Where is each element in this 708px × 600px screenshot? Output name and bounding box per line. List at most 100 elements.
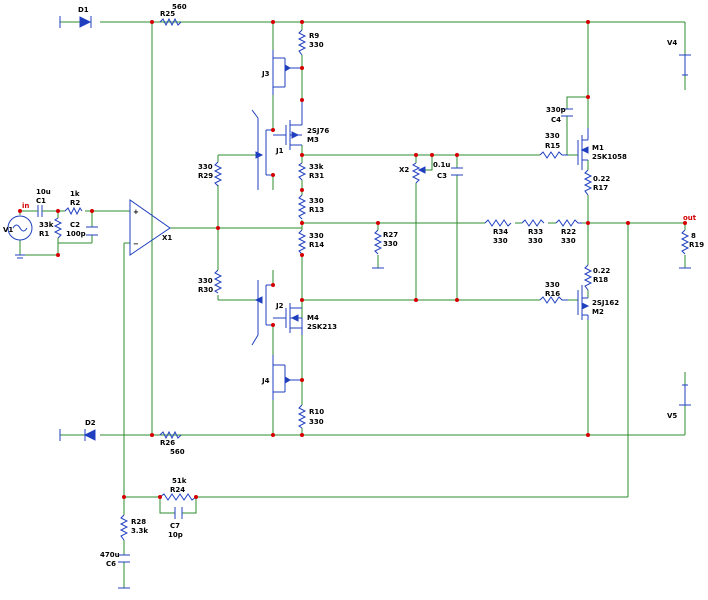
label-v4: V4 [667, 39, 677, 47]
label-r31: R31 [309, 172, 324, 180]
label-r17-value: 0.22 [593, 175, 610, 183]
label-c2-value: 100p [66, 230, 86, 238]
resistor-r24 [159, 493, 197, 501]
label-out: out [683, 214, 697, 222]
label-x2: X2 [399, 166, 409, 174]
jfet-j4 [272, 355, 302, 400]
label-r30: R30 [198, 286, 213, 294]
label-c2: C2 [70, 221, 80, 229]
resistor-r10 [297, 404, 307, 429]
components: + − [7, 16, 691, 589]
labels: D1 D2 560 R25 R26 560 R9 330 R10 330 J3 … [3, 3, 704, 568]
junction-dots [18, 20, 687, 499]
source-v1 [7, 215, 33, 241]
label-r2-value: 1k [70, 190, 80, 198]
label-r31-value: 33k [309, 163, 324, 171]
resistor-r16 [539, 296, 568, 304]
resistor-r33 [521, 219, 545, 227]
label-r15-value: 330 [545, 132, 560, 140]
jfet-j3 [272, 50, 302, 95]
label-r2: R2 [70, 199, 80, 207]
label-j2: J2 [275, 302, 284, 310]
diode-d2 [59, 429, 96, 441]
label-r14: R14 [309, 241, 324, 249]
label-r29-value: 330 [198, 163, 213, 171]
capacitor-c7 [174, 507, 183, 519]
label-r19: R19 [689, 241, 704, 249]
capacitor-c1 [32, 205, 48, 217]
label-v5: V5 [667, 412, 677, 420]
label-r29: R29 [198, 172, 213, 180]
label-r34: R34 [493, 228, 508, 236]
resistor-r22 [555, 219, 582, 227]
resistor-r13 [297, 194, 307, 220]
label-r16-value: 330 [545, 281, 560, 289]
resistor-r17 [583, 169, 593, 196]
resistor-r27 [373, 229, 383, 255]
resistor-r31 [297, 162, 307, 181]
resistor-r18 [583, 264, 593, 291]
resistor-r30 [213, 269, 223, 294]
probe-ticks [251, 109, 259, 346]
label-r26: R26 [160, 439, 175, 447]
label-r9: R9 [309, 32, 319, 40]
label-in: in [22, 202, 29, 210]
mosfet-m4 [273, 303, 303, 335]
label-r18-value: 0.22 [593, 267, 610, 275]
label-m3-part: 2SJ76 [307, 127, 329, 135]
jfet-j2 [254, 280, 273, 335]
label-j1: J1 [275, 147, 284, 155]
label-c1: C1 [36, 197, 46, 205]
label-r27-value: 330 [383, 240, 398, 248]
pot-x2 [411, 162, 426, 184]
resistor-r15 [539, 151, 568, 159]
mosfet-m2 [577, 285, 590, 320]
svg-text:−: − [133, 240, 139, 248]
resistor-r29 [213, 161, 223, 187]
label-r1: R1 [39, 230, 49, 238]
diode-d1 [59, 16, 92, 28]
resistor-r34 [484, 219, 512, 227]
label-m2-part: 2SJ162 [592, 299, 619, 307]
resistor-r19 [680, 229, 690, 255]
label-c7-value: 10p [168, 531, 183, 539]
label-r1-value: 33k [39, 221, 54, 229]
label-r24: R24 [170, 486, 185, 494]
label-r30-value: 330 [198, 277, 213, 285]
resistor-r2 [64, 206, 83, 216]
label-j4: J4 [261, 377, 270, 385]
label-j3: J3 [261, 70, 270, 78]
label-r10-value: 330 [309, 418, 324, 426]
label-m3: M3 [307, 136, 319, 144]
label-c3-value: 0.1u [433, 161, 450, 169]
label-r19-value: 8 [691, 232, 696, 240]
label-r9-value: 330 [309, 41, 324, 49]
label-r18: R18 [593, 276, 608, 284]
label-r28: R28 [131, 518, 146, 526]
label-c7: C7 [170, 522, 180, 530]
resistor-r25 [159, 17, 182, 27]
label-x1: X1 [162, 234, 172, 242]
label-d1: D1 [78, 6, 89, 14]
resistor-r9 [297, 29, 307, 56]
label-v1: V1 [3, 226, 13, 234]
capacitor-c2 [86, 226, 98, 236]
label-c6: C6 [106, 560, 116, 568]
svg-text:+: + [133, 208, 139, 216]
label-r13: R13 [309, 206, 324, 214]
label-r16: R16 [545, 290, 560, 298]
ground-v1 [15, 254, 25, 259]
capacitor-c4 [561, 108, 573, 117]
resistor-r28 [119, 514, 129, 541]
mosfet-m1 [577, 128, 589, 170]
label-r10: R10 [309, 408, 324, 416]
label-r17: R17 [593, 184, 608, 192]
resistor-r14 [297, 229, 307, 255]
label-r33: R33 [528, 228, 543, 236]
label-m4-part: 2SK213 [307, 323, 337, 331]
label-m1: M1 [592, 144, 604, 152]
label-r15: R15 [545, 142, 560, 150]
label-c3: C3 [437, 172, 447, 180]
label-r24-value: 51k [172, 477, 187, 485]
